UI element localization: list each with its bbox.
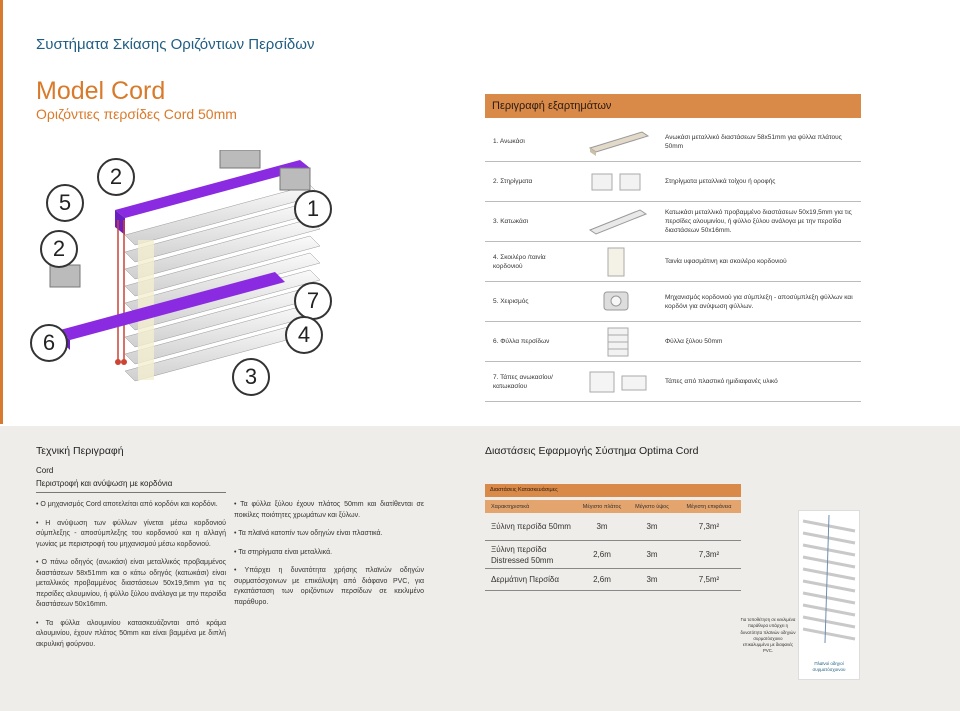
callout-3: 3 bbox=[232, 358, 270, 396]
dims-cell: Δερμάτινη Περσίδα bbox=[491, 575, 559, 584]
dims-table: Διαστάσεις Κατασκευάσιμες Χαρακτηριστικά… bbox=[485, 484, 741, 591]
blind-diagram: 5 2 1 2 7 6 4 3 bbox=[20, 149, 460, 405]
tech-paragraph: • Τα φύλλα αλουμινίου κατασκευάζονται απ… bbox=[36, 619, 226, 648]
side-guide-caption: Για τοποθέτηση σε κεκλιμένα παράθυρα υπά… bbox=[740, 617, 796, 654]
dims-cell: 3m bbox=[646, 575, 658, 584]
part-row: 1. Ανωκάσι Ανωκάσι μεταλλικό διαστάσεων … bbox=[485, 122, 861, 162]
tech-paragraph: • Τα στηρίγματα είναι μεταλλικά. bbox=[234, 548, 333, 556]
dims-cell: 3m bbox=[646, 550, 658, 559]
callout-2-left: 2 bbox=[40, 230, 78, 268]
tech-column-2: • Τα φύλλα ξύλου έχουν πλάτος 50mm και δ… bbox=[234, 500, 424, 616]
dims-header-cell: Μέγιστη επιφάνεια bbox=[686, 503, 732, 510]
dims-cell: 3m bbox=[596, 522, 608, 531]
part-row: 5. Χειρισμός Μηχανισμός κορδονιού για σύ… bbox=[485, 282, 861, 322]
part-row: 3. Κατωκάσι Κατωκάσι μεταλλικό προβαμμέν… bbox=[485, 202, 861, 242]
part-name: 4. Σκοιλέρο /ταινία κορδονιού bbox=[493, 253, 546, 270]
dims-table-title: Διαστάσεις Κατασκευάσιμες bbox=[485, 484, 741, 497]
callout-5: 5 bbox=[46, 184, 84, 222]
dims-row: Δερμάτινη Περσίδα 2,6m 3m 7,5m² bbox=[485, 569, 741, 591]
tech-subtitle-2: Περιστροφή και ανύψωση με κορδόνια bbox=[36, 479, 173, 488]
part-desc: Μηχανισμός κορδονιού για σύμπλεξη - αποσ… bbox=[665, 293, 853, 310]
dims-cell: 2,6m bbox=[593, 550, 611, 559]
dims-header-cell: Μέγιστο πλάτος bbox=[582, 503, 622, 510]
part-row: 4. Σκοιλέρο /ταινία κορδονιού Ταινία υφα… bbox=[485, 242, 861, 282]
part-desc: Ανωκάσι μεταλλικό διαστάσεων 58x51mm για… bbox=[665, 133, 842, 150]
dims-header-cell: Μέγιστο ύψος bbox=[635, 503, 669, 510]
part-row: 7. Τάπες ανωκασίου/ κατωκασίου Τάπες από… bbox=[485, 362, 861, 402]
dims-cell: Ξύλινη περσίδα Distressed 50mm bbox=[491, 544, 554, 565]
side-guide-photo: Πλαϊνοί οδηγοί συρματόσχοινου bbox=[798, 510, 860, 680]
dims-cell: 7,5m² bbox=[698, 575, 720, 584]
dims-cell: 7,3m² bbox=[698, 522, 720, 531]
bracket-image bbox=[573, 164, 661, 200]
divider bbox=[36, 492, 226, 493]
part-desc: Φύλλα ξύλου 50mm bbox=[665, 338, 723, 345]
dims-cell: 7,3m² bbox=[698, 550, 720, 559]
callout-6: 6 bbox=[30, 324, 68, 362]
dims-row: Ξύλινη περσίδα 50mm 3m 3m 7,3m² bbox=[485, 513, 741, 541]
tech-paragraph: • Υπάρχει η δυνατότητα χρήσης πλαϊνών οδ… bbox=[234, 567, 424, 606]
tech-paragraph: • Η ανύψωση των φύλλων γίνεται μέσω κορδ… bbox=[36, 519, 226, 548]
part-name: 6. Φύλλα περσίδων bbox=[493, 338, 550, 345]
cord-mechanism-image bbox=[573, 284, 661, 320]
part-row: 6. Φύλλα περσίδων Φύλλα ξύλου 50mm bbox=[485, 322, 861, 362]
tech-paragraph: • Τα πλαϊνά κατοπίν των οδηγών είναι πλα… bbox=[234, 530, 383, 537]
parts-header: Περιγραφή εξαρτημάτων bbox=[485, 94, 861, 118]
callout-4: 4 bbox=[285, 316, 323, 354]
slats-image bbox=[573, 324, 661, 360]
dims-title: Διαστάσεις Εφαρμογής Σύστημα Optima Cord bbox=[485, 445, 699, 457]
dims-cell: 2,6m bbox=[593, 575, 611, 584]
part-desc: Τάπες από πλαστικό ημιδιαφανές υλικό bbox=[665, 378, 778, 385]
dims-row: Ξύλινη περσίδα Distressed 50mm 2,6m 3m 7… bbox=[485, 541, 741, 569]
dims-cell: 3m bbox=[646, 522, 658, 531]
part-name: 5. Χειρισμός bbox=[493, 298, 529, 305]
dims-cell: Ξύλινη περσίδα 50mm bbox=[491, 522, 571, 531]
callout-1: 1 bbox=[294, 190, 332, 228]
callout-7: 7 bbox=[294, 282, 332, 320]
callout-2-top: 2 bbox=[97, 158, 135, 196]
tech-column-1: • Ο μηχανισμός Cord αποτελείται από κορδ… bbox=[36, 500, 226, 658]
dims-header-cell: Χαρακτηριστικά bbox=[491, 503, 530, 510]
part-desc: Ταινία υφασμάτινη και σκοιλέρο κορδονιού bbox=[665, 258, 787, 265]
part-name: 2. Στηρίγματα bbox=[493, 178, 533, 185]
blind-diagram-illustration bbox=[49, 149, 321, 382]
head-rail-image bbox=[573, 124, 661, 160]
model-subtitle: Οριζόντιες περσίδες Cord 50mm bbox=[36, 106, 237, 122]
tech-paragraph: • Τα φύλλα ξύλου έχουν πλάτος 50mm και δ… bbox=[234, 501, 424, 519]
tech-paragraph: • Ο μηχανισμός Cord αποτελείται από κορδ… bbox=[36, 501, 218, 508]
tech-subtitle-1: Cord bbox=[36, 466, 54, 475]
bottom-rail-image bbox=[573, 204, 661, 240]
side-guide-label: Πλαϊνοί οδηγοί συρματόσχοινου bbox=[812, 661, 846, 672]
parts-table: 1. Ανωκάσι Ανωκάσι μεταλλικό διαστάσεων … bbox=[485, 122, 861, 402]
part-row: 2. Στηρίγματα Στηρίγματα μεταλλικά τοίχο… bbox=[485, 162, 861, 202]
tech-paragraph: • Ο πάνω οδηγός (ανωκάσι) είναι μεταλλικ… bbox=[36, 559, 226, 608]
page-header-title: Συστήματα Σκίασης Οριζόντιων Περσίδων bbox=[36, 36, 315, 53]
model-title: Model Cord bbox=[36, 77, 166, 105]
part-name: 7. Τάπες ανωκασίου/ κατωκασίου bbox=[493, 373, 553, 390]
end-caps-image bbox=[573, 364, 661, 400]
part-name: 1. Ανωκάσι bbox=[493, 138, 525, 145]
dims-table-header: Χαρακτηριστικά Μέγιστο πλάτος Μέγιστο ύψ… bbox=[485, 500, 741, 513]
tech-title: Τεχνική Περιγραφή bbox=[36, 445, 124, 457]
accent-stripe bbox=[0, 0, 3, 424]
part-desc: Κατωκάσι μεταλλικό προβαμμένο διαστάσεων… bbox=[665, 209, 852, 234]
part-desc: Στηρίγματα μεταλλικά τοίχου ή οροφής bbox=[665, 178, 776, 185]
ladder-tape-image bbox=[573, 244, 661, 280]
part-name: 3. Κατωκάσι bbox=[493, 218, 529, 225]
